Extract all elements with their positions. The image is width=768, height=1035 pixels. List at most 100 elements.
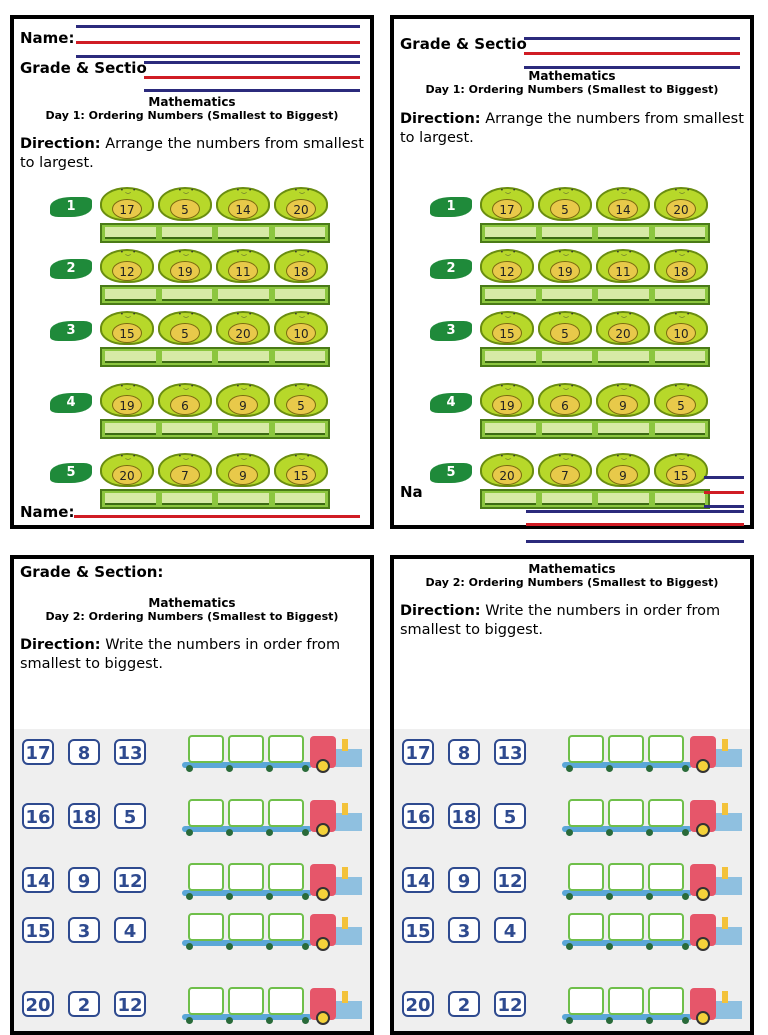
number-box: 12 [494,991,526,1017]
answer-blank[interactable] [541,423,592,435]
pear-number-value: 15 [666,465,696,485]
answer-blank[interactable] [274,289,325,301]
pear-face-icon: • ‿ • [236,453,252,460]
answer-blank[interactable] [105,351,156,363]
answer-wagon[interactable] [268,913,304,941]
answer-blank[interactable] [654,423,705,435]
answer-wagon[interactable] [608,735,644,763]
answer-wagon[interactable] [188,799,224,827]
answer-blank[interactable] [485,351,536,363]
answer-blank[interactable] [274,227,325,239]
answer-blank[interactable] [218,351,269,363]
answer-blank[interactable] [598,227,649,239]
answer-blank[interactable] [541,227,592,239]
answer-blank[interactable] [105,423,156,435]
answer-blank[interactable] [274,423,325,435]
pear-number-value: 15 [286,465,316,485]
answer-blank[interactable] [598,351,649,363]
answer-wagon[interactable] [568,863,604,891]
name-line-overflow-4 [526,510,744,513]
answer-blank[interactable] [161,227,212,239]
answer-blank[interactable] [541,289,592,301]
answer-blank[interactable] [485,289,536,301]
answer-blank[interactable] [598,423,649,435]
answer-wagon[interactable] [568,735,604,763]
answer-wagon[interactable] [188,735,224,763]
answer-blank[interactable] [541,351,592,363]
pear-number-value: 9 [608,395,638,415]
answer-wagon[interactable] [268,987,304,1015]
answer-wagon[interactable] [188,913,224,941]
direction-body: Write the numbers in order from smallest… [20,637,341,672]
answer-blank[interactable] [485,423,536,435]
answer-blank[interactable] [105,493,156,505]
answer-wagon[interactable] [648,987,684,1015]
worksheet-day2-panel-right: Mathematics Day 2: Ordering Numbers (Sma… [390,555,754,1035]
answer-blank[interactable] [598,493,649,505]
answer-blank[interactable] [485,493,536,505]
answer-blank[interactable] [654,493,705,505]
answer-blank[interactable] [218,493,269,505]
pear-number-value: 10 [286,323,316,343]
answer-blank[interactable] [654,289,705,301]
name-line-bottom-blue [74,527,360,529]
answer-blank[interactable] [654,351,705,363]
answer-blank[interactable] [105,227,156,239]
answer-wagon[interactable] [228,863,264,891]
answer-wagon[interactable] [648,863,684,891]
item-number-leaf: 5 [50,463,92,483]
answer-wagon[interactable] [568,799,604,827]
answer-blank[interactable] [274,493,325,505]
answer-wagon[interactable] [568,913,604,941]
number-box: 9 [68,867,100,893]
answer-wagon[interactable] [648,735,684,763]
pear-face-icon: • ‿ • [674,249,690,256]
wheel-icon [606,893,613,900]
grade-line-top [524,37,740,40]
answer-blank[interactable] [485,227,536,239]
answer-wagon[interactable] [188,987,224,1015]
engine-body [332,877,362,895]
answer-wagon[interactable] [268,735,304,763]
answer-wagon[interactable] [568,987,604,1015]
pear-number-value: 5 [550,323,580,343]
engine-body [712,927,742,945]
answer-wagon[interactable] [268,799,304,827]
answer-wagon[interactable] [228,735,264,763]
answer-blank[interactable] [598,289,649,301]
answer-wagon[interactable] [648,913,684,941]
answer-blank[interactable] [218,227,269,239]
answer-wagon[interactable] [228,799,264,827]
answer-blank[interactable] [161,289,212,301]
answer-wagon[interactable] [608,987,644,1015]
answer-wagon[interactable] [608,799,644,827]
answer-blank[interactable] [105,289,156,301]
answer-blank[interactable] [161,493,212,505]
answer-wagon[interactable] [608,863,644,891]
number-box: 9 [448,867,480,893]
name-label: Name: [20,29,75,47]
answer-wagon[interactable] [648,799,684,827]
answer-wagon[interactable] [228,987,264,1015]
answer-blank[interactable] [161,351,212,363]
answer-wagon[interactable] [608,913,644,941]
wheel-icon [186,829,193,836]
train-icon [562,983,742,1027]
chimney-icon [722,917,728,929]
answer-blank[interactable] [218,289,269,301]
pear-number: • ‿ •11 [596,249,650,283]
pear-face-icon: • ‿ • [674,383,690,390]
answer-blank[interactable] [274,351,325,363]
number-box: 4 [494,917,526,943]
answer-blank[interactable] [541,493,592,505]
answer-blank[interactable] [161,423,212,435]
answer-wagon[interactable] [228,913,264,941]
answer-wagon[interactable] [188,863,224,891]
pear-face-icon: • ‿ • [558,187,574,194]
train-icon [182,909,362,953]
answer-blank[interactable] [218,423,269,435]
answer-blank[interactable] [654,227,705,239]
answer-wagon[interactable] [268,863,304,891]
